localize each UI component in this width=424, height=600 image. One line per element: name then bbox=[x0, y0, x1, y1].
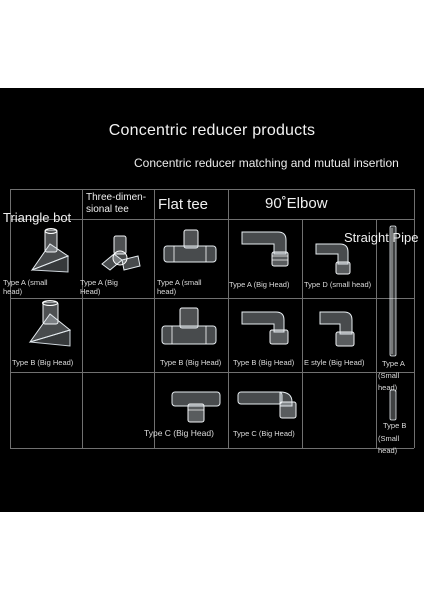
caption-elbow-e-style: E style (Big Head) bbox=[304, 358, 365, 367]
grid-line-v2 bbox=[154, 189, 155, 448]
elbow-e-style-image bbox=[316, 308, 356, 348]
header-three-dim-2: sional tee bbox=[86, 204, 129, 215]
triangle-bottom-type-b-image bbox=[28, 300, 72, 350]
header-flat-tee: Flat tee bbox=[158, 196, 209, 213]
elbow-type-a-image bbox=[240, 226, 292, 270]
caption-elbow-type-d: Type D (small head) bbox=[304, 280, 372, 289]
grid-line-bottom bbox=[10, 448, 414, 449]
triangle-bottom-type-a-image bbox=[28, 226, 72, 276]
caption-triangle-type-a-line1: Type A (small bbox=[3, 278, 48, 287]
caption-pipe-type-b-line3: head) bbox=[378, 446, 398, 455]
panel-title: Concentric reducer products bbox=[108, 122, 316, 139]
flat-tee-type-c-image bbox=[170, 388, 222, 424]
grid-line-v6 bbox=[414, 189, 415, 448]
flat-tee-type-a-image bbox=[162, 228, 218, 268]
caption-pipe-type-a-line2: (Small bbox=[378, 371, 400, 380]
grid-line-v1 bbox=[82, 189, 83, 448]
straight-pipe-type-b-image bbox=[388, 389, 398, 421]
straight-pipe-type-a-image bbox=[388, 225, 398, 357]
caption-flat-tee-type-b: Type B (Big Head) bbox=[160, 358, 222, 367]
caption-triangle-type-b: Type B (Big Head) bbox=[12, 358, 74, 367]
header-triangle: Triangle bot bbox=[3, 210, 72, 225]
grid-line-v0 bbox=[10, 189, 11, 448]
elbow-type-d-image bbox=[314, 238, 354, 276]
grid-line-top bbox=[10, 189, 414, 190]
grid-line-row1 bbox=[10, 298, 414, 299]
caption-pipe-type-a-line1: Type A bbox=[382, 359, 405, 368]
caption-three-dim-type-a-line2: Head) bbox=[80, 287, 101, 296]
grid-line-v5 bbox=[376, 219, 377, 448]
caption-triangle-type-a-line2: head) bbox=[3, 287, 23, 296]
caption-pipe-type-b-line2: (Small bbox=[378, 434, 400, 443]
caption-flat-tee-type-a-line2: head) bbox=[157, 287, 177, 296]
grid-line-row2 bbox=[10, 372, 414, 373]
product-panel: Concentric reducer products Concentric r… bbox=[0, 88, 424, 512]
grid-line-header bbox=[10, 219, 414, 220]
panel-subtitle: Concentric reducer matching and mutual i… bbox=[134, 156, 399, 170]
caption-flat-tee-type-c: Type C (Big Head) bbox=[144, 428, 214, 438]
caption-flat-tee-type-a-line1: Type A (small bbox=[157, 278, 202, 287]
three-dimensional-tee-type-a-image bbox=[98, 234, 142, 274]
grid-line-v4 bbox=[302, 219, 303, 448]
grid-line-v3 bbox=[228, 189, 229, 448]
caption-elbow-type-b: Type B (Big Head) bbox=[233, 358, 295, 367]
caption-elbow-type-a: Type A (Big Head) bbox=[229, 280, 290, 289]
caption-elbow-type-c: Type C (Big Head) bbox=[233, 429, 295, 438]
header-elbow: 90˚Elbow bbox=[265, 195, 328, 212]
elbow-type-b-image bbox=[240, 308, 292, 348]
caption-pipe-type-a-line3: head) bbox=[378, 383, 398, 392]
header-straight-pipe: Straight Pipe bbox=[344, 230, 419, 245]
header-three-dim-1: Three-dimen- bbox=[86, 192, 147, 203]
caption-three-dim-type-a-line1: Type A (Big bbox=[80, 278, 118, 287]
elbow-type-c-image bbox=[236, 388, 298, 420]
flat-tee-type-b-image bbox=[160, 306, 218, 350]
caption-pipe-type-b-line1: Type B bbox=[383, 421, 407, 430]
